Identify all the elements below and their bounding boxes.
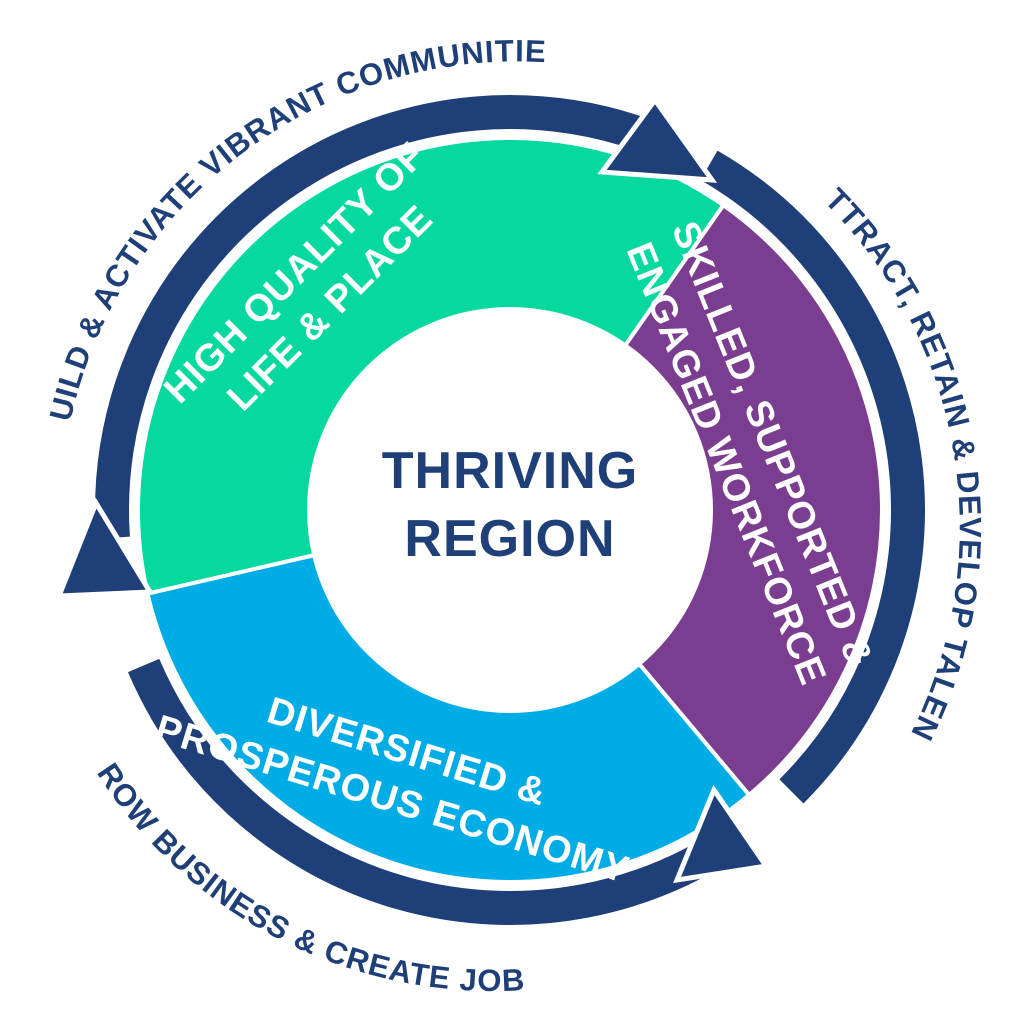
ring-arc-left (95, 95, 666, 539)
arrow-left-icon (55, 497, 155, 599)
arrow-top-icon (597, 95, 718, 183)
center-title-line2: REGION (404, 510, 615, 568)
center-title: THRIVING REGION (382, 442, 638, 568)
outer-ring (95, 95, 925, 925)
ring-arc-bottom (127, 658, 749, 925)
center-circle (307, 307, 713, 713)
ring-arc-top-right (700, 150, 925, 804)
center-title-line1: THRIVING (382, 442, 638, 500)
wheel (136, 136, 884, 884)
arrowheads (55, 95, 771, 884)
arrow-bottom-right-icon (672, 784, 771, 884)
